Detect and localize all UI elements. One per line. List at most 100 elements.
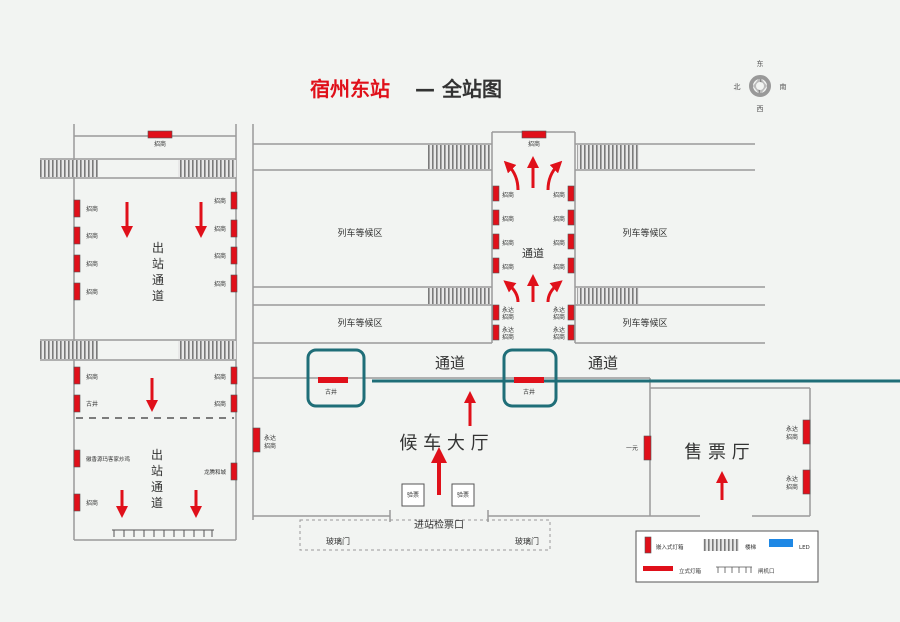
yongda-label: 永达 xyxy=(502,306,514,314)
station-name: 宿州东站 xyxy=(310,77,390,101)
legend-embedded-label: 嵌入式灯箱 xyxy=(656,543,684,551)
stairs xyxy=(178,341,236,359)
highlight-box xyxy=(306,348,366,408)
ad-label: 招商 xyxy=(502,313,514,321)
stairs xyxy=(428,288,490,304)
glass-door-label: 玻璃门 xyxy=(326,536,350,546)
ad-label: 招商 xyxy=(86,288,98,296)
ad-label: 招商 xyxy=(214,197,226,205)
stairs xyxy=(40,160,98,177)
brand-label: 徽香源玛客家炒鸡 xyxy=(86,455,131,463)
channel-label: 通道 xyxy=(588,354,618,372)
exit-gates xyxy=(112,529,214,537)
ad-label: 招商 xyxy=(553,215,565,223)
main-building-walls xyxy=(252,124,811,522)
legend-stairs-label: 楼梯 xyxy=(745,543,757,551)
ad-label: 招商 xyxy=(214,373,226,381)
exit-channel-char: 站 xyxy=(151,464,163,478)
compass-east: 东 xyxy=(757,59,764,68)
gujing-label: 古井 xyxy=(86,400,98,408)
exit-channel-char: 出 xyxy=(151,448,163,462)
legend-embedded-swatch xyxy=(644,536,652,554)
yongda-label: 永达 xyxy=(264,434,276,442)
ad-label: 招商 xyxy=(553,313,565,321)
embedded-lightbox xyxy=(643,435,652,461)
legend-led-swatch xyxy=(769,539,793,547)
exit-channel-char: 道 xyxy=(151,496,163,510)
ad-label: 招商 xyxy=(786,483,798,491)
legend: 嵌入式灯箱 楼梯 LED 立式灯箱 闸机口 xyxy=(635,530,819,583)
waiting-area-label: 列车等候区 xyxy=(622,317,667,329)
legend-stairs-swatch xyxy=(703,539,739,551)
glass-door-area xyxy=(299,519,551,551)
ad-label: 招商 xyxy=(502,191,514,199)
exit-channel-char: 通 xyxy=(151,480,163,494)
yongda-label: 永达 xyxy=(786,425,798,433)
standing-lightbox xyxy=(318,377,348,383)
legend-led-label: LED xyxy=(799,545,810,551)
exit-channel-char: 道 xyxy=(152,289,164,303)
waiting-area-label: 列车等候区 xyxy=(337,317,382,329)
legend-gate-swatch xyxy=(716,566,752,573)
ad-label: 招商 xyxy=(786,433,798,441)
ad-label: 招商 xyxy=(86,499,98,507)
check-gate-label: 验票 xyxy=(407,491,419,499)
embedded-lightbox-group xyxy=(73,191,238,301)
brand-label: 一元 xyxy=(626,445,638,452)
entry-gate-label: 进站检票口 xyxy=(414,518,464,531)
ad-label: 招商 xyxy=(502,215,514,223)
ticket-hall-label: 售 票 厅 xyxy=(684,442,749,463)
left-exit-building xyxy=(40,124,237,541)
ad-label: 招商 xyxy=(553,191,565,199)
ad-label: 招商 xyxy=(553,239,565,247)
compass-south: 南 xyxy=(780,82,787,91)
compass-north: 北 xyxy=(734,83,741,91)
yongda-label: 永达 xyxy=(502,326,514,334)
waiting-hall-label: 候 车 大 厅 xyxy=(399,433,488,454)
highlight-box xyxy=(502,348,558,408)
ad-label: 招商 xyxy=(502,263,514,271)
ad-label: 招商 xyxy=(154,140,166,148)
ad-label: 招商 xyxy=(528,140,540,148)
brand-label: 龙腾和城 xyxy=(204,468,227,476)
ad-label: 招商 xyxy=(86,373,98,381)
exit-channel-char: 出 xyxy=(152,241,164,255)
stairs xyxy=(178,160,236,177)
stairs xyxy=(577,288,639,304)
ticket-check-booth xyxy=(401,483,425,507)
embedded-lightbox-group xyxy=(492,185,575,341)
embedded-lightbox xyxy=(802,469,811,495)
stairs xyxy=(577,145,639,169)
stairs xyxy=(428,145,490,169)
embedded-lightbox xyxy=(252,427,261,453)
ad-label: 招商 xyxy=(264,442,276,450)
ad-label: 招商 xyxy=(86,205,98,213)
ticket-check-booth xyxy=(451,483,475,507)
legend-standing-label: 立式灯箱 xyxy=(679,567,702,575)
channel-label: 通道 xyxy=(435,354,465,372)
glass-door-label: 玻璃门 xyxy=(515,536,539,546)
flow-arrows xyxy=(431,156,728,500)
ad-label: 招商 xyxy=(214,225,226,233)
exit-channel-char: 通 xyxy=(152,273,164,287)
compass-icon: 东 北 南 西 xyxy=(734,59,787,113)
ad-label: 招商 xyxy=(502,239,514,247)
yongda-label: 永达 xyxy=(553,326,565,334)
channel-label: 通道 xyxy=(522,246,544,260)
stairs xyxy=(40,341,98,359)
ad-label: 招商 xyxy=(86,260,98,268)
ad-label: 招商 xyxy=(553,263,565,271)
standing-lightbox xyxy=(147,130,173,139)
embedded-lightbox-group xyxy=(73,366,238,512)
exit-channel-char: 站 xyxy=(152,257,164,271)
gujing-label: 古井 xyxy=(325,388,337,396)
standing-lightbox xyxy=(514,377,544,383)
legend-gate-label: 闸机口 xyxy=(758,567,775,575)
yongda-label: 永达 xyxy=(786,475,798,483)
yongda-label: 永达 xyxy=(553,306,565,314)
standing-lightbox xyxy=(521,130,547,139)
ad-label: 招商 xyxy=(214,252,226,260)
embedded-lightbox xyxy=(802,419,811,445)
waiting-area-label: 列车等候区 xyxy=(622,227,667,239)
